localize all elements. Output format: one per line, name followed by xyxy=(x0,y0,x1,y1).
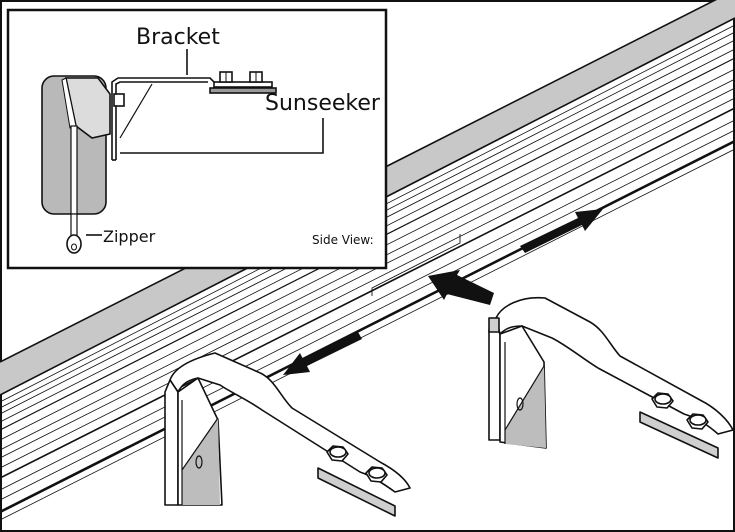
bolt-icon xyxy=(686,413,709,430)
leader-lines xyxy=(86,49,324,236)
arrow-left-icon xyxy=(283,332,362,375)
arrow-right-icon xyxy=(520,209,603,253)
zipper-pull-icon xyxy=(66,213,82,254)
bolt-icon xyxy=(651,392,674,409)
side-view-inset: Bracket Sunseeker Zipper Side View: xyxy=(6,8,388,270)
bracket-section xyxy=(111,71,277,161)
bracket-right xyxy=(488,296,734,459)
arrow-insert-icon xyxy=(428,270,494,305)
bracket-left xyxy=(164,352,411,517)
label-bracket: Bracket xyxy=(136,25,220,50)
bolt-icon xyxy=(365,466,388,483)
rail-slot xyxy=(371,234,461,296)
bolt-icon xyxy=(326,445,349,462)
bolt-icon xyxy=(249,71,263,83)
label-side-view: Side View: xyxy=(312,233,374,247)
label-zipper: Zipper xyxy=(103,227,156,246)
bolt-icon xyxy=(219,71,233,83)
label-sunseeker: Sunseeker xyxy=(265,91,381,116)
